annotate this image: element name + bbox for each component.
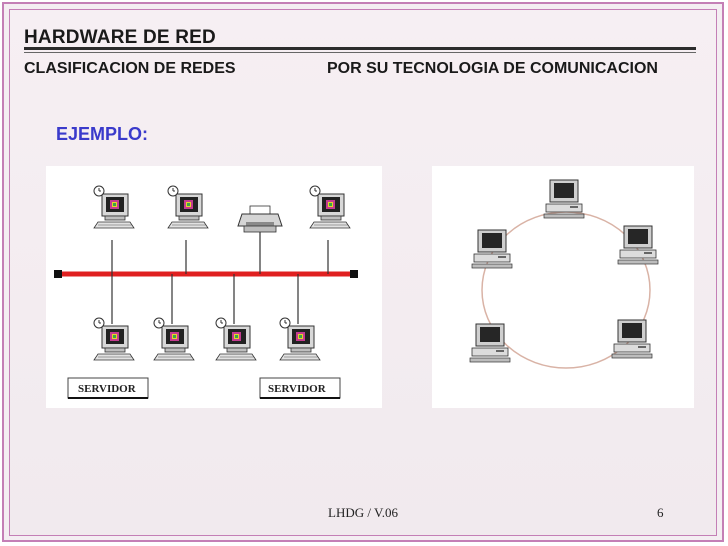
subtitle-right: POR SU TECNOLOGIA DE COMUNICACION: [327, 60, 658, 77]
page-number: 6: [657, 505, 664, 520]
workstation-icon: [153, 317, 195, 361]
workstation-icon: [617, 225, 659, 265]
server-label-right: SERVIDOR: [268, 383, 327, 395]
subtitle-left: CLASIFICACION DE REDES: [24, 60, 236, 77]
ring-topology-diagram: [432, 166, 694, 408]
title-underline-thin: [24, 52, 696, 53]
workstation-icon: [93, 185, 135, 229]
example-label: EJEMPLO:: [56, 124, 149, 144]
workstation-icon: [279, 317, 321, 361]
slide-title: HARDWARE DE RED: [24, 27, 216, 48]
bus-terminator-right: [350, 270, 358, 278]
bus-topology-svg: SERVIDOR SERVIDOR: [54, 185, 358, 399]
bus-terminator-left: [54, 270, 62, 278]
workstation-icon: [471, 229, 513, 269]
workstation-icon: [469, 323, 511, 363]
footer-doc-id: LHDG / V.06: [328, 505, 398, 520]
bus-topology-diagram: SERVIDOR SERVIDOR: [46, 166, 382, 408]
title-underline: [24, 47, 696, 50]
workstation-icon: [543, 179, 585, 219]
workstation-icon: [93, 317, 135, 361]
workstation-icon: [309, 185, 351, 229]
workstation-icon: [215, 317, 257, 361]
workstation-icon: [611, 319, 653, 359]
server-label-left: SERVIDOR: [78, 383, 137, 395]
ring-topology-svg: [469, 179, 659, 369]
printer-icon: [237, 205, 283, 233]
workstation-icon: [167, 185, 209, 229]
